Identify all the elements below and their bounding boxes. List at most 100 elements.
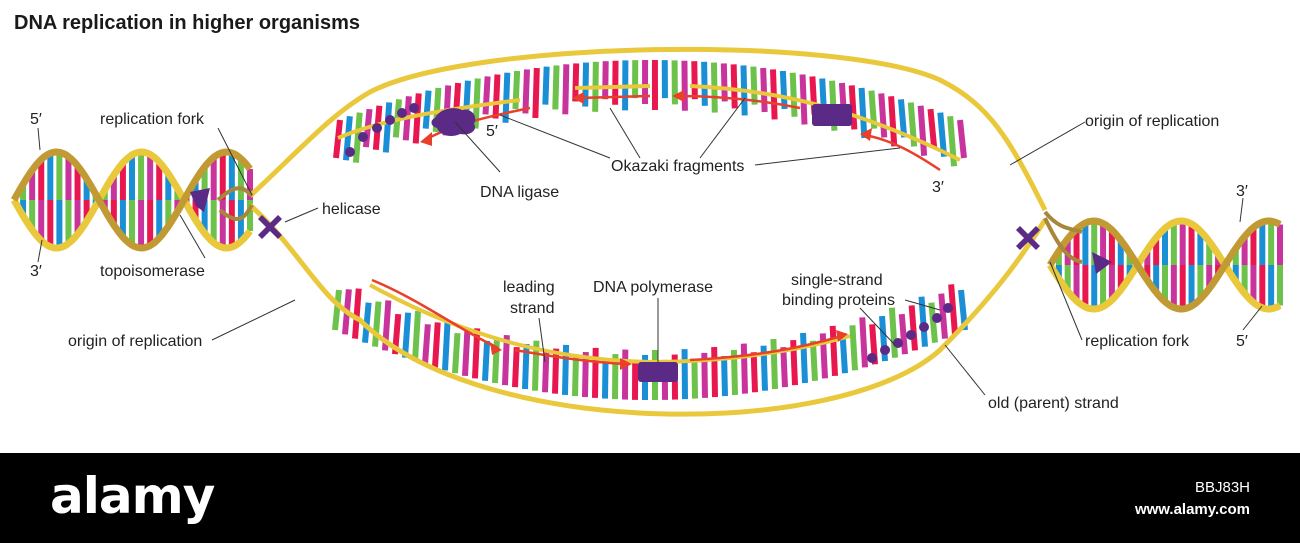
lower-base	[402, 312, 412, 358]
ssb-proteins-top	[345, 103, 419, 157]
upper-base	[333, 119, 343, 159]
lower-base	[809, 340, 818, 381]
lower-base	[780, 347, 788, 388]
five-prime-label-right: 5′	[1236, 333, 1248, 350]
lower-base	[800, 332, 808, 384]
lower-base	[462, 330, 471, 377]
lagging-arrow-3	[677, 94, 801, 110]
new-strand-arrows	[371, 94, 941, 366]
topoisomerase-right-icon	[1092, 252, 1112, 274]
dna-polymerase-label: DNA polymerase	[593, 279, 713, 296]
left-fork-twist	[216, 186, 254, 221]
lower-base	[352, 288, 362, 339]
ssb-protein	[906, 330, 916, 340]
lower-base	[770, 338, 778, 390]
dna-ligase-label: DNA ligase	[480, 184, 559, 201]
diagram-title: DNA replication in higher organisms	[14, 12, 360, 34]
lagging-fragment-backbone-2	[574, 84, 651, 90]
lower-base	[512, 347, 520, 388]
ssb-protein	[932, 313, 942, 323]
lower-base	[412, 310, 421, 362]
upper-parent-strand-backbone	[248, 46, 1048, 212]
upper-base	[937, 112, 948, 157]
upper-base	[602, 61, 609, 100]
lower-base	[908, 305, 918, 351]
upper-base	[888, 96, 898, 147]
lower-base	[898, 313, 908, 355]
upper-base	[422, 90, 432, 129]
lagging-arrow-4	[864, 133, 941, 172]
leading-strand-label-line2: strand	[510, 300, 554, 317]
upper-base	[512, 70, 521, 110]
lower-base	[422, 324, 431, 365]
arrow-heads	[420, 90, 872, 370]
ssb-protein	[397, 108, 407, 118]
lower-base	[948, 284, 958, 335]
upper-base	[691, 61, 698, 100]
five-prime-label-lagging: 5′	[486, 123, 498, 140]
left-double-helix	[10, 148, 253, 252]
lagging-dna-polymerase-icon	[812, 104, 852, 126]
upper-base	[492, 74, 501, 119]
topoisomerase-left-icon	[190, 188, 210, 212]
old-parent-strand-label: old (parent) strand	[988, 395, 1119, 412]
origin-of-replication-label-right: origin of replication	[1085, 113, 1219, 130]
three-prime-label-left: 3′	[30, 263, 42, 280]
replication-fork-label-left: replication fork	[100, 111, 205, 128]
dna-replication-diagram: 5′ 3′ replication fork helicase topoisom…	[10, 46, 1283, 417]
upper-base	[779, 70, 788, 110]
lower-base	[602, 358, 609, 399]
ssb-proteins-bottom	[867, 303, 953, 363]
lower-base	[572, 355, 579, 397]
upper-base	[522, 69, 530, 114]
ssb-label-line2: binding proteins	[782, 292, 895, 309]
upper-base	[412, 93, 422, 144]
upper-base	[878, 93, 888, 138]
upper-base	[917, 105, 928, 156]
ssb-protein	[358, 132, 368, 142]
upper-base	[701, 61, 708, 106]
lower-base	[928, 302, 938, 343]
upper-base	[482, 76, 491, 115]
upper-base	[957, 119, 967, 159]
upper-base	[848, 85, 858, 130]
upper-base	[352, 112, 363, 163]
alamy-logo: alamy	[50, 467, 215, 525]
upper-base	[542, 66, 550, 105]
leading-dna-polymerase-icon	[638, 362, 678, 382]
lower-base	[432, 322, 441, 368]
lower-base	[482, 340, 491, 381]
watermark-footer: alamy BBJ83H www.alamy.com	[0, 453, 1300, 543]
lower-base	[888, 307, 898, 358]
lower-base	[849, 325, 858, 371]
ssb-protein	[893, 338, 903, 348]
ssb-protein	[372, 123, 382, 133]
okazaki-fragments-label: Okazaki fragments	[611, 158, 744, 175]
upper-base	[532, 67, 540, 119]
lower-base	[740, 343, 748, 394]
origin-of-replication-label-left: origin of replication	[68, 333, 202, 350]
helicase-left-icon	[258, 215, 282, 239]
ssb-protein	[867, 353, 877, 363]
lower-base	[938, 293, 948, 339]
upper-base	[858, 87, 868, 139]
helicase-label: helicase	[322, 201, 381, 218]
lower-base	[452, 332, 461, 374]
lower-base	[721, 355, 728, 397]
lower-base	[918, 296, 928, 347]
upper-base	[760, 67, 768, 113]
replication-fork-label-right: replication fork	[1085, 333, 1190, 350]
ssb-label-line1: single-strand	[791, 272, 883, 289]
ssb-protein	[345, 147, 355, 157]
helix-backbone	[1047, 217, 1282, 313]
leading-arrow-2	[514, 348, 626, 366]
upper-base	[927, 108, 938, 148]
three-prime-label-lagging: 3′	[932, 179, 944, 196]
upper-base	[502, 72, 511, 123]
lower-base	[711, 346, 718, 398]
lower-parent-strand-backbone	[248, 203, 1048, 417]
ssb-protein	[880, 345, 890, 355]
lower-base	[750, 352, 758, 393]
lower-base	[442, 320, 451, 371]
leading-arrow-1	[371, 278, 499, 350]
